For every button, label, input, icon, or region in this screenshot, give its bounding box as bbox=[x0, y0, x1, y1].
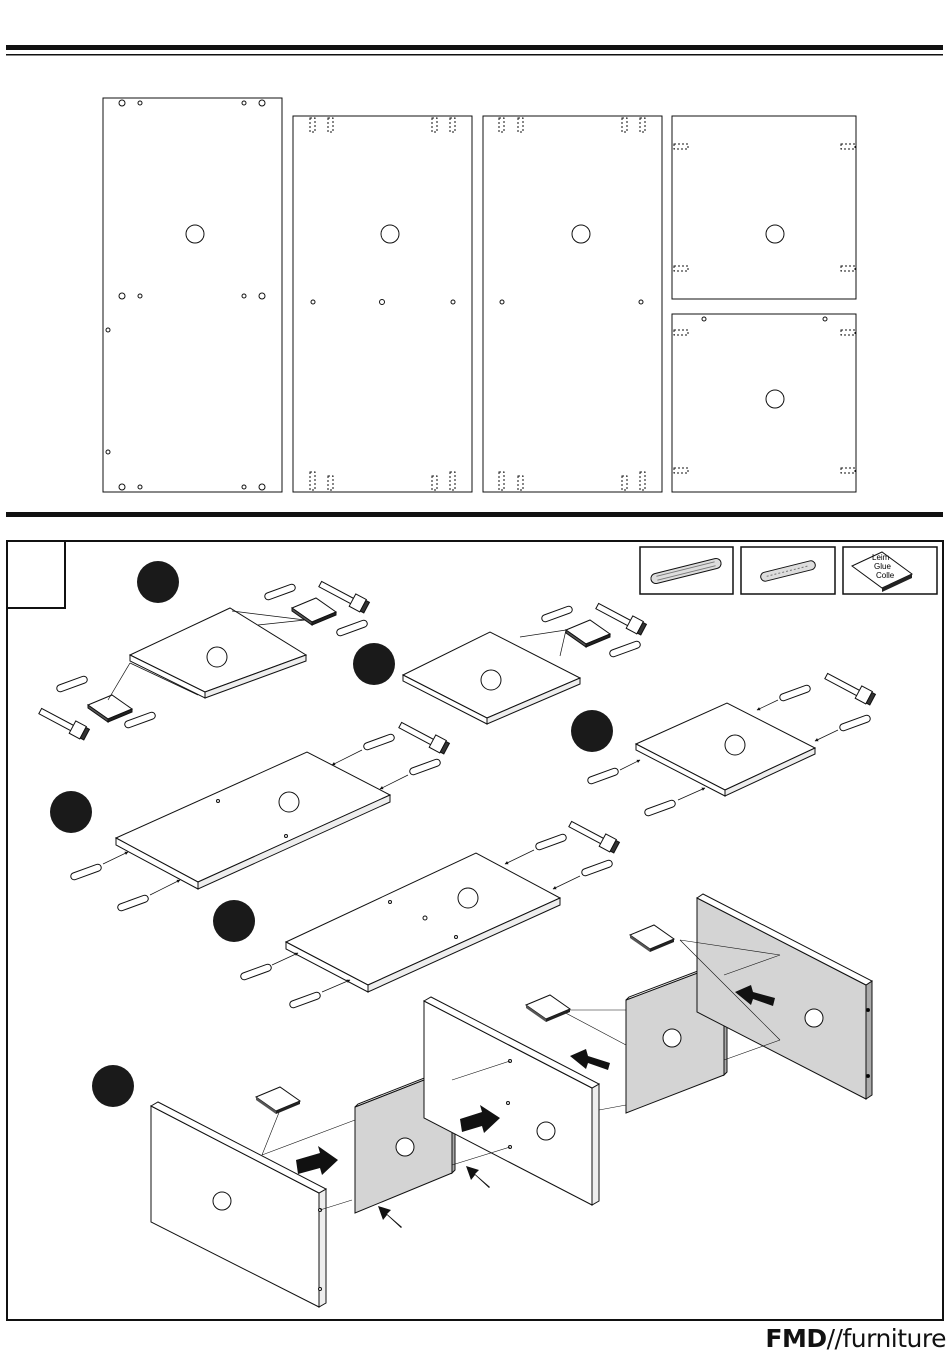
substep-c-panel bbox=[587, 669, 876, 817]
top-rule bbox=[6, 45, 943, 50]
step-dot-c bbox=[571, 710, 613, 752]
panel-layout-2 bbox=[293, 116, 472, 492]
glue-label-3: Colle bbox=[876, 571, 895, 580]
section-rule bbox=[6, 512, 943, 517]
hardware-box-large-dowel bbox=[640, 547, 733, 594]
panel-layout-3 bbox=[483, 116, 662, 492]
glue-label-1: Leim bbox=[872, 553, 890, 562]
top-rule-thin bbox=[6, 54, 943, 56]
hardware-box-glue: Leim Glue Colle bbox=[843, 547, 937, 594]
step-dot-f bbox=[92, 1065, 134, 1107]
panel-layout-1 bbox=[103, 98, 282, 492]
step-dot-a bbox=[137, 561, 179, 603]
panel-layout-5 bbox=[672, 314, 856, 492]
panel-layout-4 bbox=[672, 116, 856, 299]
step-number-box bbox=[7, 541, 65, 608]
substep-a-panel bbox=[37, 577, 369, 741]
step-dot-b bbox=[353, 643, 395, 685]
substep-e-panel bbox=[240, 817, 620, 1009]
brand-separator: // bbox=[827, 1324, 843, 1353]
glue-icon-f3 bbox=[630, 925, 674, 952]
brand-rest: furniture bbox=[842, 1324, 946, 1353]
assembly-side-panel-left bbox=[151, 1102, 326, 1307]
step-dot-e bbox=[213, 900, 255, 942]
substep-b-panel bbox=[403, 599, 647, 724]
glue-icon-f1 bbox=[256, 1087, 300, 1114]
brand-logo: FMD//furniture bbox=[765, 1324, 946, 1353]
brand-bold: FMD bbox=[765, 1324, 826, 1353]
glue-icon-f2 bbox=[526, 995, 570, 1022]
substep-d-panel bbox=[70, 718, 450, 912]
step-dot-d bbox=[50, 791, 92, 833]
hardware-box-small-dowel bbox=[741, 547, 835, 594]
glue-label-2: Glue bbox=[874, 562, 891, 571]
